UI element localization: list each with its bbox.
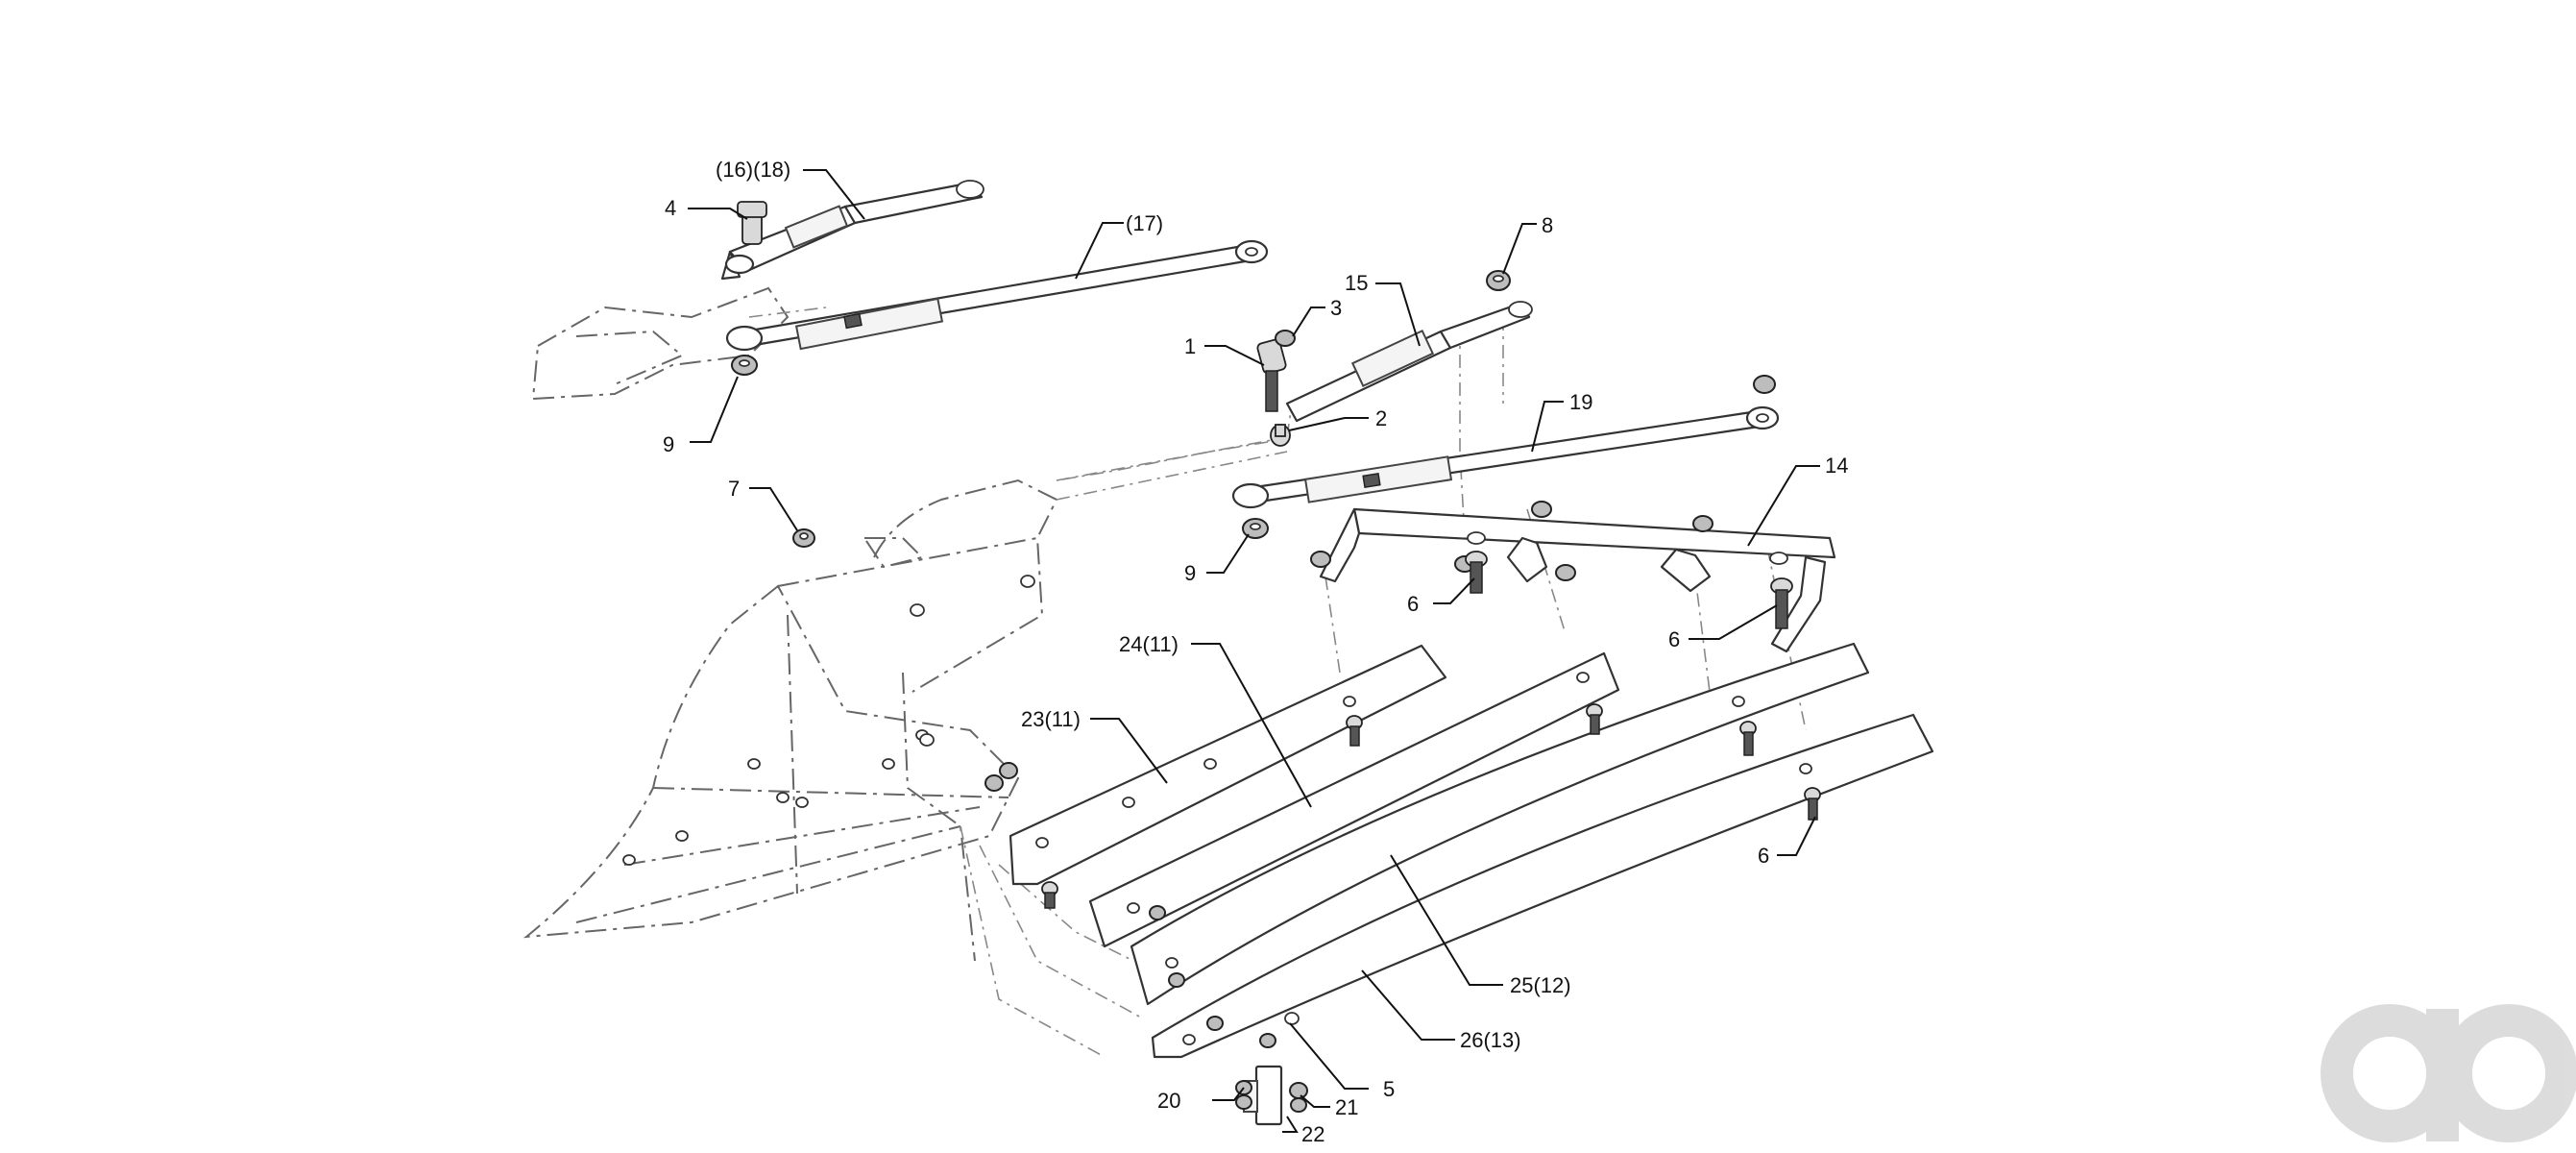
bolt-6-upper	[1465, 551, 1488, 594]
label-3: 3	[1330, 296, 1342, 320]
bracket-bar-14	[1310, 501, 1836, 653]
label-9-lower: 9	[1184, 561, 1196, 585]
wear-strip-23	[1009, 644, 1447, 886]
label-6-right: 6	[1668, 627, 1680, 651]
plough-body-outline	[522, 403, 1293, 1058]
label-17: (17)	[1126, 211, 1163, 235]
part-labels: (16)(18) (17) 4 9 8 15 3 1 2 19 7 14 9 6…	[663, 158, 1848, 1146]
label-23-11: 23(11)	[1021, 707, 1081, 731]
blade-fasteners	[1041, 703, 1821, 1048]
label-4: 4	[665, 196, 676, 220]
bottom-bracket-assembly	[1235, 1065, 1308, 1126]
wear-strip-26	[1151, 713, 1934, 1059]
turnbuckle-upper-left	[720, 180, 984, 281]
body-fasteners	[622, 575, 1035, 866]
label-14: 14	[1825, 454, 1848, 478]
upper-linkage-frame-outline	[531, 286, 827, 401]
turnbuckle-15	[1285, 301, 1533, 423]
label-1: 1	[1184, 334, 1196, 358]
label-26-13: 26(13)	[1460, 1028, 1521, 1052]
bolt-6-right	[1770, 577, 1793, 629]
label-8-top: 8	[1542, 213, 1553, 237]
label-7: 7	[728, 477, 740, 501]
label-21: 21	[1335, 1095, 1358, 1119]
label-5: 5	[1383, 1077, 1395, 1101]
label-19: 19	[1569, 390, 1592, 414]
wear-strip-24	[1088, 651, 1620, 948]
label-6-upper: 6	[1407, 592, 1419, 616]
watermark-logo	[2321, 1004, 2576, 1142]
leader-lines	[688, 169, 1820, 1133]
tie-rod-17	[725, 239, 1269, 352]
nut-7	[792, 528, 815, 548]
label-15: 15	[1345, 271, 1368, 295]
label-25-12: 25(12)	[1510, 973, 1571, 997]
nut-9-upper	[731, 355, 758, 376]
label-2: 2	[1375, 406, 1387, 430]
nut-8-top	[1486, 270, 1511, 291]
wear-strip-25	[1130, 642, 1870, 1006]
label-6-lower: 6	[1758, 844, 1769, 868]
label-20: 20	[1157, 1089, 1180, 1113]
bolt-1-assembly	[1256, 330, 1296, 447]
label-22: 22	[1301, 1122, 1324, 1146]
label-9-upper: 9	[663, 432, 674, 456]
nut-9-lower	[1242, 518, 1269, 539]
tie-rod-19	[1231, 375, 1780, 509]
label-16-18: (16)(18)	[716, 158, 790, 182]
label-24-11: 24(11)	[1119, 632, 1179, 656]
